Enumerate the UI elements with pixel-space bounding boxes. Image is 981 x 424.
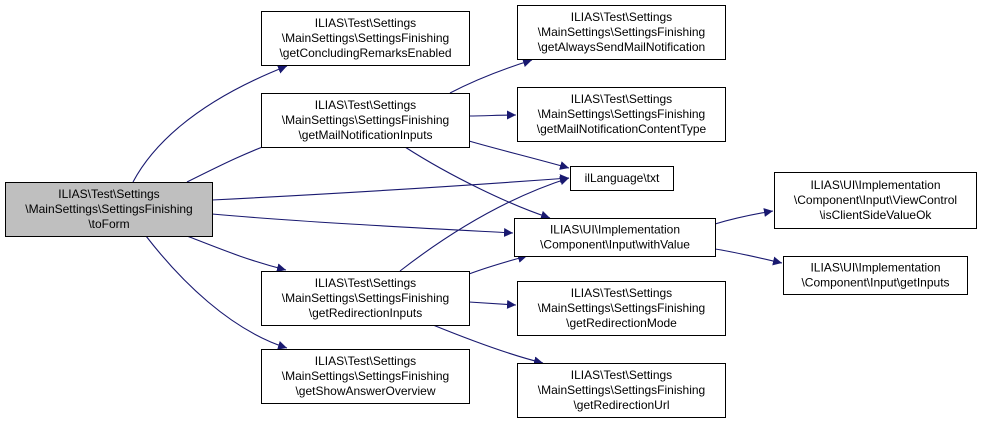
edge-getRedirectionInputs-to-withValue: [468, 254, 528, 275]
node-label-line: ILIAS\Test\Settings: [571, 286, 672, 300]
node-box: [261, 11, 470, 66]
node-label-line: \toForm: [88, 217, 129, 231]
node-box: [5, 182, 213, 237]
node-label-line: \MainSettings\SettingsFinishing: [538, 107, 705, 121]
node-box: [517, 87, 726, 142]
node-box: [514, 218, 716, 257]
edge-getRedirectionInputs-to-getRedirectionUrl: [432, 324, 544, 366]
node-label-line: \Component\Input\withValue: [540, 238, 690, 252]
node-box: [261, 271, 470, 326]
node-label-line: ILIAS\UI\Implementation: [550, 223, 680, 237]
node-box: [517, 5, 726, 60]
node-getRedirectionMode[interactable]: ILIAS\Test\Settings\MainSettings\Setting…: [517, 281, 726, 336]
edge-toForm-to-getConcludingRemarksEnabled: [132, 65, 288, 183]
edge-getMailNotificationInputs-to-ilLanguageTxt: [468, 140, 570, 170]
node-withValue[interactable]: ILIAS\UI\Implementation\Component\Input\…: [514, 218, 716, 257]
edge-getMailNotificationInputs-to-getAlwaysSendMailNotification: [449, 58, 533, 94]
node-label-line: \Component\Input\ViewControl: [794, 193, 957, 207]
node-getMailNotificationInputs[interactable]: ILIAS\Test\Settings\MainSettings\Setting…: [261, 93, 470, 148]
node-label-line: ILIAS\Test\Settings: [315, 354, 416, 368]
node-label-line: ILIAS\UI\Implementation: [810, 261, 940, 275]
node-getRedirectionUrl[interactable]: ILIAS\Test\Settings\MainSettings\Setting…: [517, 363, 726, 418]
node-label-line: ILIAS\UI\Implementation: [810, 178, 940, 192]
edge-getMailNotificationInputs-to-withValue: [404, 146, 551, 220]
node-label-line: \MainSettings\SettingsFinishing: [538, 383, 705, 397]
node-label-line: \MainSettings\SettingsFinishing: [282, 369, 449, 383]
node-label-line: ILIAS\Test\Settings: [571, 92, 672, 106]
node-box: [783, 256, 968, 295]
node-label-line: \getAlwaysSendMailNotification: [538, 40, 705, 54]
node-label-line: ILIAS\Test\Settings: [315, 16, 416, 30]
node-label-line: \getConcludingRemarksEnabled: [279, 46, 451, 60]
node-label-line: \getRedirectionMode: [566, 316, 677, 330]
node-label-line: \MainSettings\SettingsFinishing: [25, 202, 192, 216]
node-box: [570, 166, 674, 191]
node-label-line: ilLanguage\txt: [585, 171, 660, 185]
node-label-line: \MainSettings\SettingsFinishing: [282, 31, 449, 45]
node-box: [517, 281, 726, 336]
nodes-layer: ILIAS\Test\Settings\MainSettings\Setting…: [5, 5, 977, 418]
edge-getRedirectionInputs-to-getRedirectionMode: [468, 299, 517, 309]
node-label-line: \getMailNotificationInputs: [298, 128, 432, 142]
node-label-line: ILIAS\Test\Settings: [571, 368, 672, 382]
node-getRedirectionInputs[interactable]: ILIAS\Test\Settings\MainSettings\Setting…: [261, 271, 470, 326]
edge-withValue-to-getInputs: [714, 248, 783, 266]
edges-layer: [132, 58, 783, 366]
edge-toForm-to-withValue: [211, 213, 514, 238]
node-label-line: \MainSettings\SettingsFinishing: [282, 291, 449, 305]
node-label-line: ILIAS\Test\Settings: [58, 187, 159, 201]
node-isClientSideValueOk[interactable]: ILIAS\UI\Implementation\Component\Input\…: [774, 172, 977, 229]
edge-withValue-to-isClientSideValueOk: [714, 208, 774, 225]
node-label-line: \getMailNotificationContentType: [537, 122, 707, 136]
edge-toForm-to-getRedirectionInputs: [186, 235, 287, 273]
node-box: [774, 172, 977, 229]
node-box: [261, 93, 470, 148]
node-label-line: ILIAS\Test\Settings: [571, 10, 672, 24]
node-label-line: \isClientSideValueOk: [820, 208, 933, 222]
node-label-line: \MainSettings\SettingsFinishing: [282, 113, 449, 127]
node-getInputs[interactable]: ILIAS\UI\Implementation\Component\Input\…: [783, 256, 968, 295]
node-label-line: ILIAS\Test\Settings: [315, 98, 416, 112]
node-label-line: \getRedirectionInputs: [309, 306, 422, 320]
edge-getMailNotificationInputs-to-getMailNotificationContentType: [468, 110, 517, 120]
node-toForm[interactable]: ILIAS\Test\Settings\MainSettings\Setting…: [5, 182, 213, 237]
node-label-line: \getShowAnswerOverview: [295, 384, 435, 398]
node-label-line: \getRedirectionUrl: [573, 398, 669, 412]
edge-toForm-to-getShowAnswerOverview: [145, 235, 288, 350]
node-getMailNotificationContentType[interactable]: ILIAS\Test\Settings\MainSettings\Setting…: [517, 87, 726, 142]
node-getShowAnswerOverview[interactable]: ILIAS\Test\Settings\MainSettings\Setting…: [261, 349, 470, 404]
edge-toForm-to-ilLanguageTxt: [211, 174, 570, 201]
node-label-line: \MainSettings\SettingsFinishing: [538, 301, 705, 315]
node-box: [517, 363, 726, 418]
node-getConcludingRemarksEnabled[interactable]: ILIAS\Test\Settings\MainSettings\Setting…: [261, 11, 470, 66]
edge-getRedirectionInputs-to-ilLanguageTxt: [399, 176, 570, 272]
node-getAlwaysSendMailNotification[interactable]: ILIAS\Test\Settings\MainSettings\Setting…: [517, 5, 726, 60]
node-label-line: \MainSettings\SettingsFinishing: [538, 25, 705, 39]
node-label-line: ILIAS\Test\Settings: [315, 276, 416, 290]
node-label-line: \Component\Input\getInputs: [801, 276, 949, 290]
node-ilLanguageTxt[interactable]: ilLanguage\txt: [570, 166, 674, 191]
node-box: [261, 349, 470, 404]
